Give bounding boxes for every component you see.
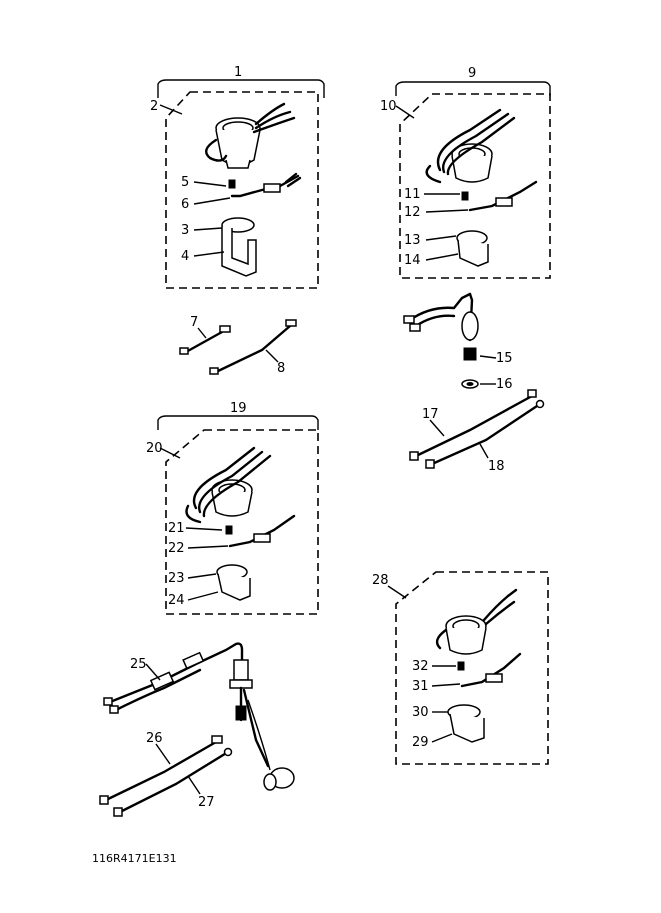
part-5-6 bbox=[228, 172, 302, 198]
gauge-part-20 bbox=[185, 446, 272, 524]
assembly-group-9: 9 10 11 12 13 14 bbox=[380, 66, 551, 279]
assembly-group-28: 28 32 31 30 29 bbox=[372, 571, 549, 765]
callout-10: 10 bbox=[380, 99, 397, 114]
part-31-32 bbox=[457, 652, 522, 688]
bracket-part-3-4 bbox=[221, 217, 257, 277]
callout-4: 4 bbox=[181, 249, 189, 264]
callout-17: 17 bbox=[422, 407, 439, 422]
callout-21: 21 bbox=[168, 521, 185, 536]
callout-24: 24 bbox=[168, 593, 185, 608]
callout-18: 18 bbox=[488, 459, 505, 474]
assembly-group-1: 1 2 5 6 3 4 bbox=[150, 65, 325, 289]
gauge-part-2 bbox=[204, 102, 296, 169]
callout-20: 20 bbox=[146, 441, 163, 456]
callout-22: 22 bbox=[168, 541, 185, 556]
callout-6: 6 bbox=[181, 197, 189, 212]
group-label-9: 9 bbox=[468, 66, 476, 81]
drawing-code: 116R4171E131 bbox=[92, 852, 177, 865]
callout-28: 28 bbox=[372, 573, 389, 588]
gauge-part-10 bbox=[425, 108, 516, 184]
callout-23: 23 bbox=[168, 571, 185, 586]
callout-11: 11 bbox=[404, 187, 421, 202]
cables-part-26-27: 26 27 bbox=[99, 731, 233, 817]
callout-12: 12 bbox=[404, 205, 421, 220]
sensor-part-15-16: 15 16 bbox=[403, 292, 513, 392]
callout-2: 2 bbox=[150, 99, 158, 114]
callout-5: 5 bbox=[181, 175, 189, 190]
cables-part-7-8: 7 8 bbox=[179, 315, 297, 376]
assembly-group-19: 19 20 21 22 23 24 bbox=[146, 401, 319, 615]
bracket-part-23-24 bbox=[216, 564, 251, 601]
callout-26: 26 bbox=[146, 731, 163, 746]
callout-25: 25 bbox=[130, 657, 147, 672]
cables-part-17-18: 17 18 bbox=[409, 389, 545, 474]
harness-part-25: 25 bbox=[103, 642, 295, 791]
callout-16: 16 bbox=[496, 377, 513, 392]
bracket-part-13-14 bbox=[456, 230, 489, 267]
callout-7: 7 bbox=[190, 315, 198, 330]
callout-29: 29 bbox=[412, 735, 429, 750]
callout-13: 13 bbox=[404, 233, 421, 248]
group-label-1: 1 bbox=[234, 65, 242, 80]
callout-31: 31 bbox=[412, 679, 429, 694]
bracket-part-29-30 bbox=[447, 704, 485, 743]
callout-15: 15 bbox=[496, 351, 513, 366]
part-21-22 bbox=[225, 514, 296, 548]
callout-32: 32 bbox=[412, 659, 429, 674]
callout-3: 3 bbox=[181, 223, 189, 238]
callout-8: 8 bbox=[277, 361, 285, 376]
gauge-part-28 bbox=[435, 588, 518, 655]
callout-30: 30 bbox=[412, 705, 429, 720]
callout-27: 27 bbox=[198, 795, 215, 810]
callout-14: 14 bbox=[404, 253, 421, 268]
part-11-12 bbox=[461, 180, 538, 212]
group-label-19: 19 bbox=[230, 401, 247, 416]
